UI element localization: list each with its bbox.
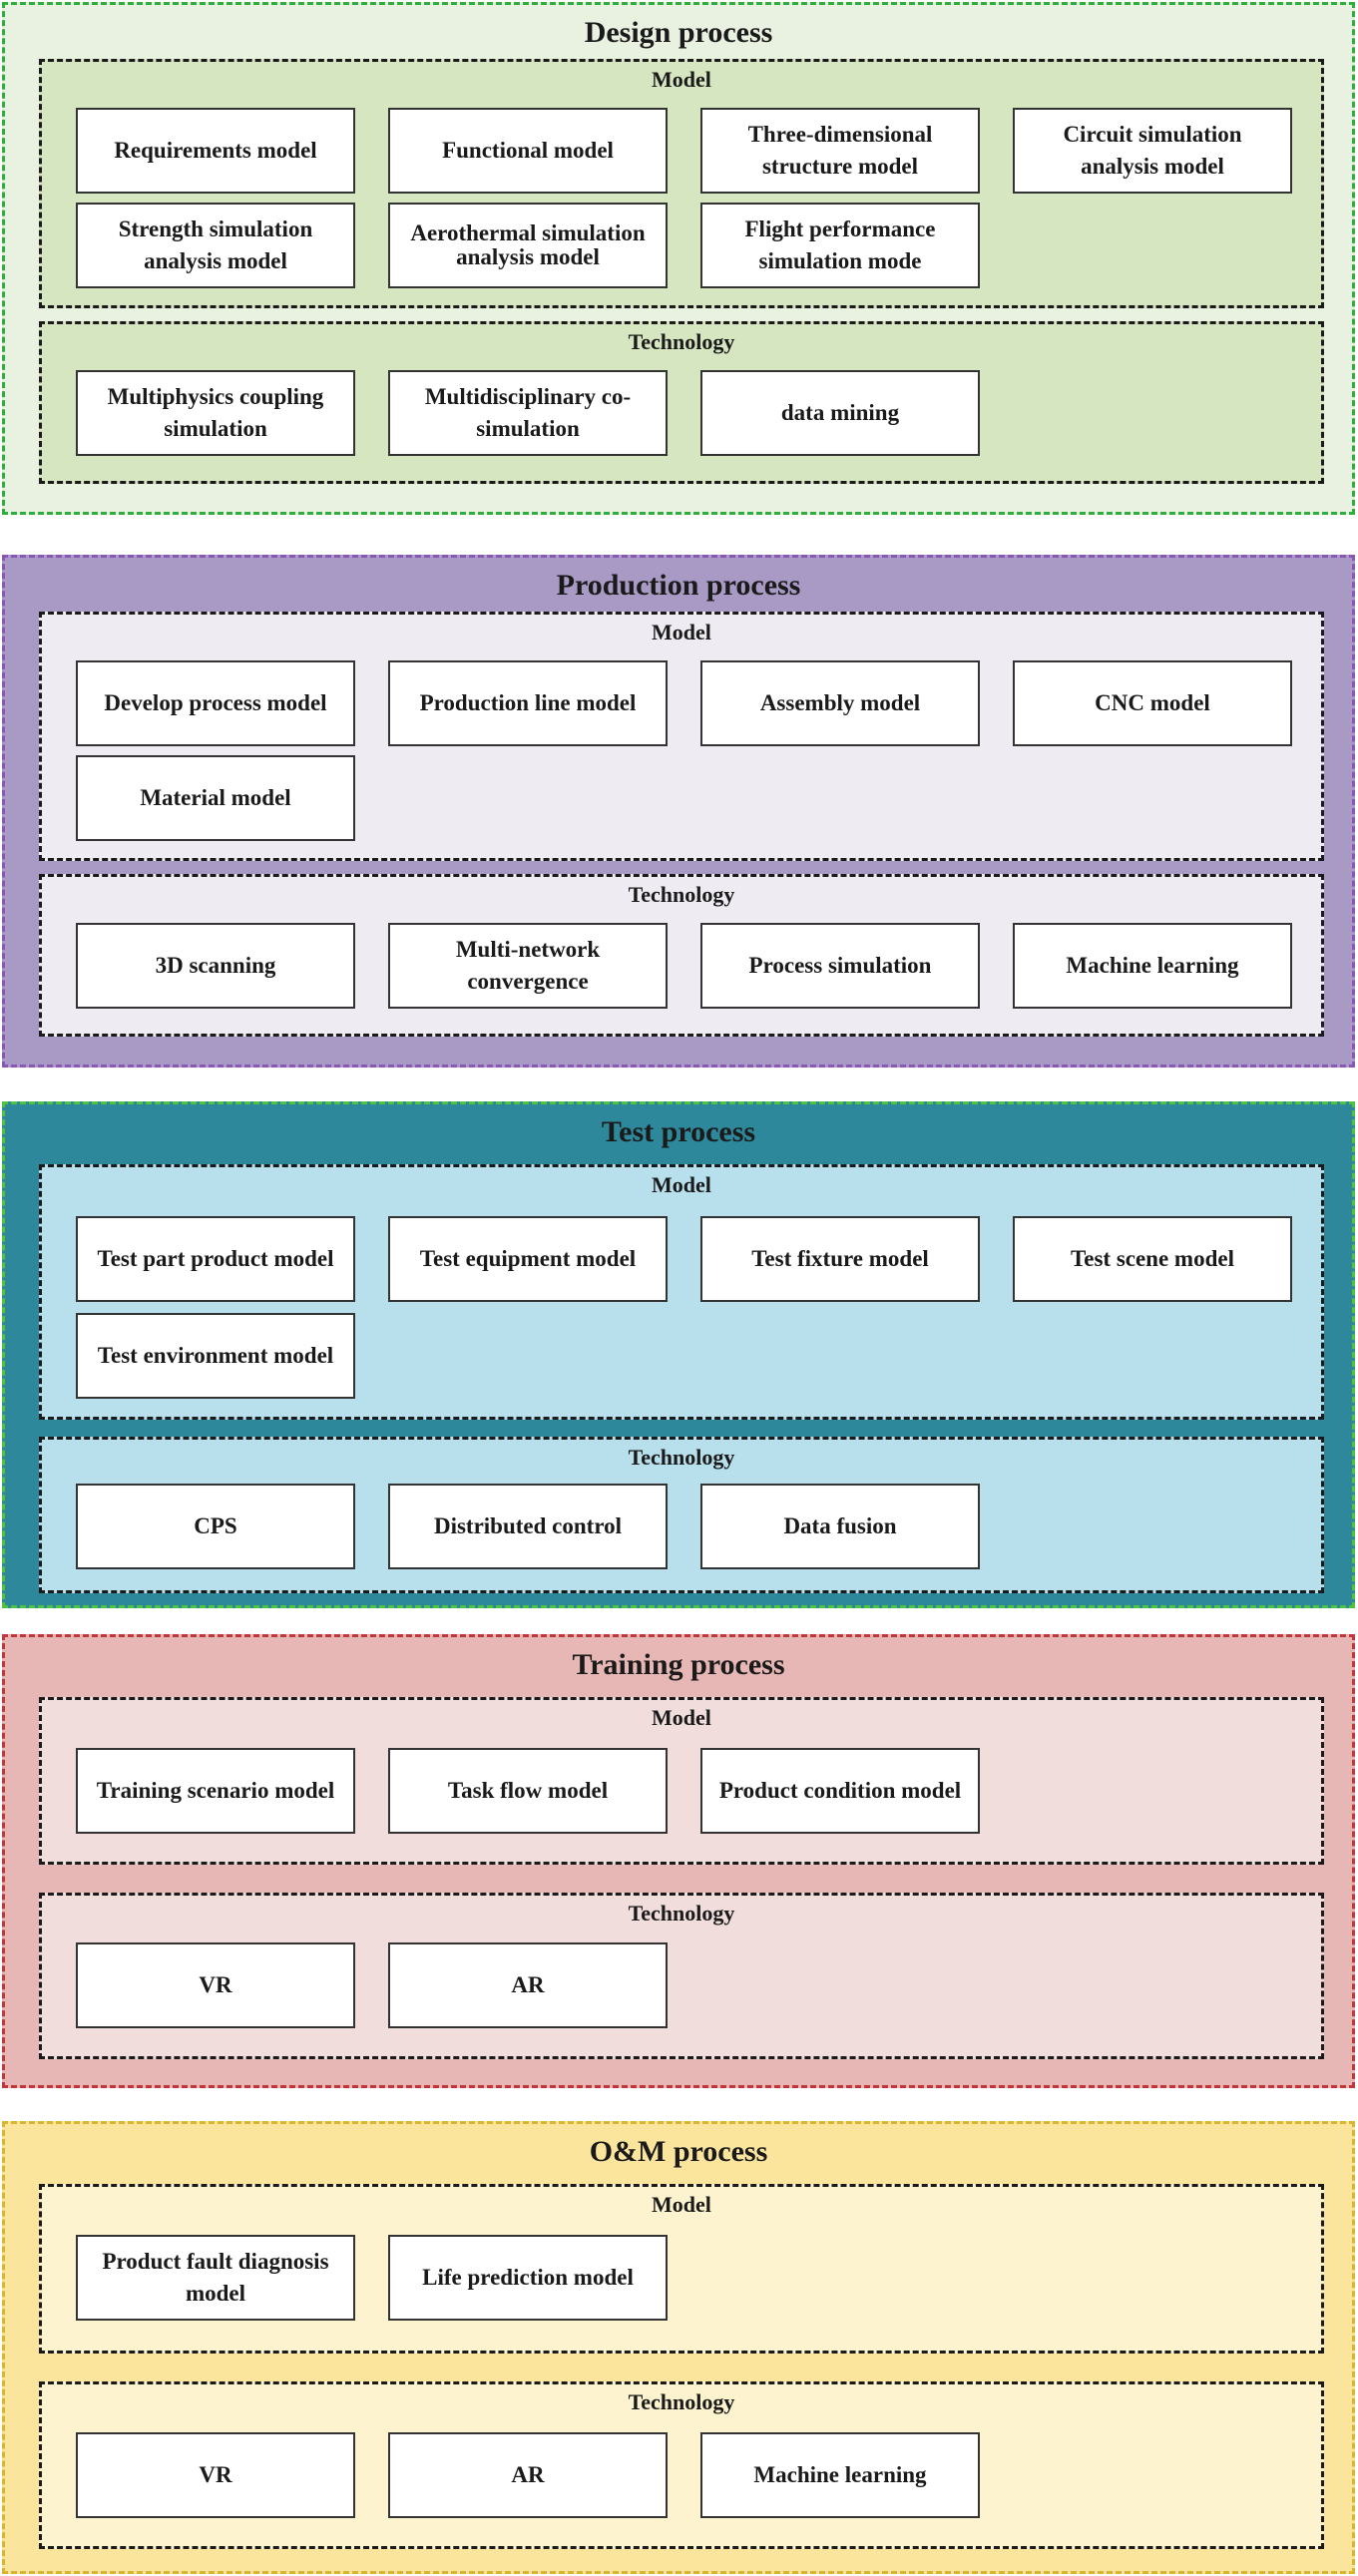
- model-group-title: Model: [652, 2192, 711, 2217]
- model-box: Training scenario model: [76, 1748, 355, 1834]
- model-group-title: Model: [652, 1705, 711, 1730]
- model-group: Model Develop process model Production l…: [39, 612, 1324, 861]
- model-box: Test scene model: [1013, 1216, 1292, 1302]
- model-box: Strength simulation analysis model: [76, 203, 355, 288]
- model-group: Model Requirements model Functional mode…: [39, 59, 1324, 308]
- technology-box: Data fusion: [700, 1484, 980, 1569]
- model-box: Material model: [76, 755, 355, 841]
- technology-group-title: Technology: [628, 1901, 735, 1926]
- technology-group: Technology VR AR Machine learning: [39, 2381, 1324, 2549]
- technology-box: VR: [76, 2432, 355, 2518]
- process-title: Training process: [572, 1648, 785, 1681]
- technology-box: 3D scanning: [76, 923, 355, 1009]
- technology-box: Machine learning: [700, 2432, 980, 2518]
- model-box: Product condition model: [700, 1748, 980, 1834]
- technology-box: Machine learning: [1013, 923, 1292, 1009]
- model-box: Task flow model: [388, 1748, 668, 1834]
- model-box: Requirements model: [76, 108, 355, 194]
- model-box: Functional model: [388, 108, 668, 194]
- model-box: Production line model: [388, 660, 668, 746]
- design-process-panel: Design process Model Requirements model …: [2, 2, 1355, 515]
- technology-box: Multidisciplinary co-simulation: [388, 370, 668, 456]
- model-box: Test environment model: [76, 1313, 355, 1399]
- technology-box: Multiphysics coupling simulation: [76, 370, 355, 456]
- training-process-panel: Training process Model Training scenario…: [2, 1634, 1355, 2088]
- process-title: Production process: [556, 569, 801, 602]
- technology-box: data mining: [700, 370, 980, 456]
- technology-group-title: Technology: [628, 2389, 735, 2414]
- technology-box: VR: [76, 1942, 355, 2028]
- model-group-title: Model: [652, 1172, 711, 1197]
- technology-box: AR: [388, 1942, 668, 2028]
- technology-group-title: Technology: [628, 1445, 735, 1470]
- technology-box: Process simulation: [700, 923, 980, 1009]
- om-process-panel: O&M process Model Product fault diagnosi…: [2, 2121, 1355, 2574]
- model-box: Test equipment model: [388, 1216, 668, 1302]
- process-title: O&M process: [589, 2135, 768, 2168]
- technology-box: Distributed control: [388, 1484, 668, 1569]
- technology-group-title: Technology: [628, 329, 735, 354]
- model-group: Model Test part product model Test equip…: [39, 1164, 1324, 1420]
- production-process-panel: Production process Model Develop process…: [2, 555, 1355, 1068]
- technology-group: Technology 3D scanning Multi-network con…: [39, 874, 1324, 1037]
- model-box: Test part product model: [76, 1216, 355, 1302]
- model-box: Product fault diagnosis model: [76, 2235, 355, 2321]
- technology-box: Multi-network convergence: [388, 923, 668, 1009]
- technology-box: CPS: [76, 1484, 355, 1569]
- test-process-panel: Test process Model Test part product mod…: [2, 1101, 1355, 1608]
- model-box: Flight performance simulation mode: [700, 203, 980, 288]
- process-title: Test process: [601, 1115, 756, 1148]
- model-box: Circuit simulation analysis model: [1013, 108, 1292, 194]
- model-group: Model Training scenario model Task flow …: [39, 1697, 1324, 1865]
- model-box: Life prediction model: [388, 2235, 668, 2321]
- model-box: Test fixture model: [700, 1216, 980, 1302]
- technology-group: Technology VR AR: [39, 1893, 1324, 2059]
- technology-group: Technology Multiphysics coupling simulat…: [39, 321, 1324, 484]
- process-title: Design process: [584, 16, 773, 49]
- model-box: Aerothermal simulation analysis model: [388, 203, 668, 288]
- model-box: Develop process model: [76, 660, 355, 746]
- model-group-title: Model: [652, 620, 711, 644]
- technology-box: AR: [388, 2432, 668, 2518]
- model-box: Assembly model: [700, 660, 980, 746]
- technology-group-title: Technology: [628, 882, 735, 907]
- model-group: Model Product fault diagnosis model Life…: [39, 2184, 1324, 2354]
- model-box: CNC model: [1013, 660, 1292, 746]
- model-box: Three-dimensional structure model: [700, 108, 980, 194]
- technology-group: Technology CPS Distributed control Data …: [39, 1437, 1324, 1593]
- model-group-title: Model: [652, 67, 711, 92]
